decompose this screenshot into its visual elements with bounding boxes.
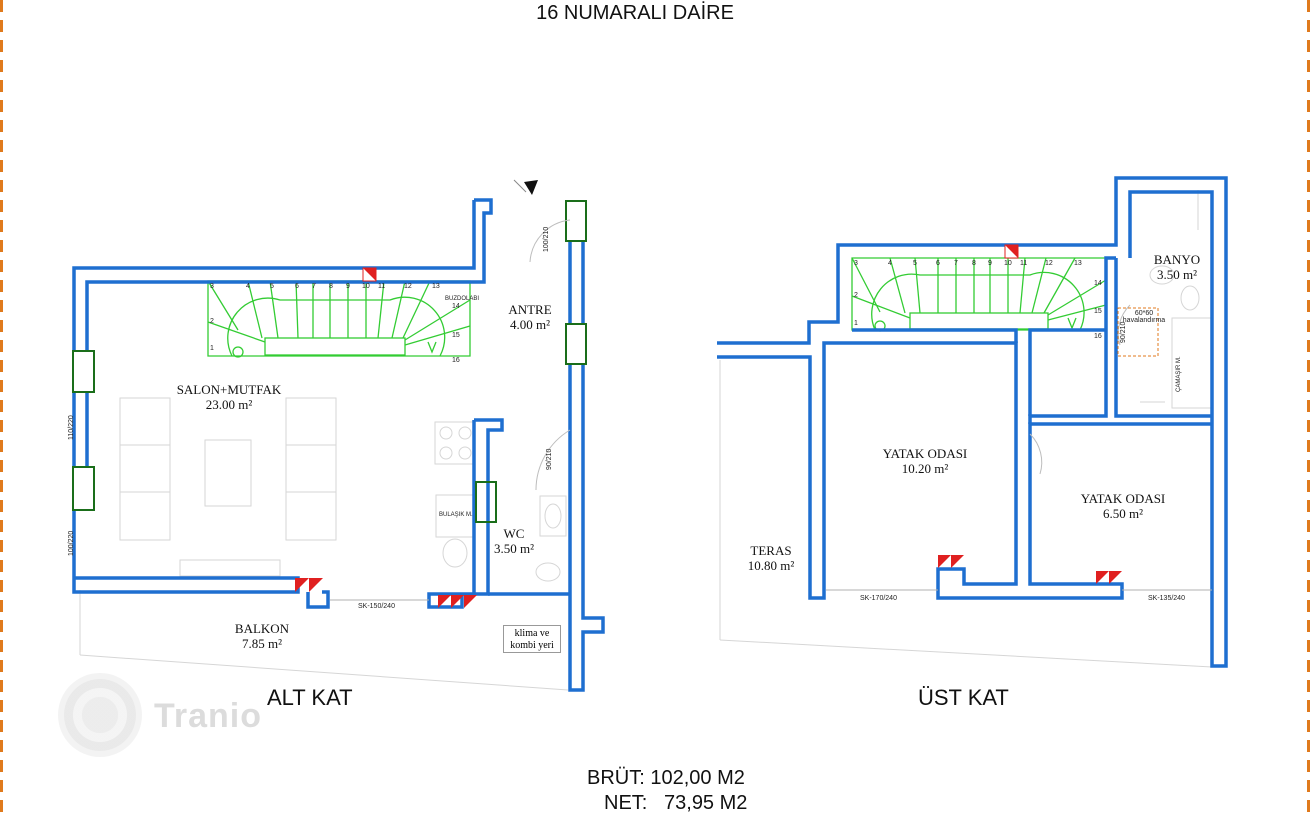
stair-step-num: 13	[1074, 260, 1082, 267]
room-antre: ANTRE 4.00 m²	[495, 302, 565, 332]
stair-step-num: 11	[1020, 260, 1028, 267]
room-area: 3.50 m²	[1156, 267, 1197, 282]
net-area: NET: 73,95 M2	[604, 792, 748, 814]
stair-step-num: 9	[988, 260, 992, 267]
room-area: 6.50 m²	[1102, 506, 1143, 521]
room-teras: TERAS 10.80 m²	[736, 543, 806, 573]
stair-step-num: 3	[854, 260, 858, 267]
door-swings	[529, 219, 1131, 491]
north-arrow-icon	[524, 180, 538, 195]
upper-stair	[851, 257, 1107, 332]
room-area: 10.80 m²	[747, 558, 795, 573]
room-area: 23.00 m²	[205, 397, 253, 412]
stair-step-num: 8	[972, 260, 976, 267]
dishwasher-label: BULAŞIK M.	[439, 512, 473, 518]
stair-step-num: 4	[246, 283, 250, 290]
lower-stair	[207, 280, 471, 358]
ventilation-label: 60*60 havalandırma	[1122, 310, 1166, 324]
furniture-outlines	[79, 190, 1213, 691]
stair-step-num: 2	[854, 292, 858, 299]
room-name: TERAS	[750, 543, 792, 558]
room-area: 7.85 m²	[241, 636, 282, 651]
room-yatak-odasi-2: YATAK ODASI 6.50 m²	[1058, 491, 1188, 521]
room-area: 3.50 m²	[493, 541, 534, 556]
gross-area: BRÜT: 102,00 M2	[587, 767, 745, 789]
left-dashed-border	[0, 0, 3, 814]
stair-step-num: 6	[936, 260, 940, 267]
room-salon: SALON+MUTFAK 23.00 m²	[154, 382, 304, 412]
stair-step-num: 6	[295, 283, 299, 290]
floor-caption-upper: ÜST KAT	[918, 685, 1009, 710]
room-area: 4.00 m²	[509, 317, 550, 332]
stair-step-num: 12	[404, 283, 412, 290]
stair-step-num: 1	[854, 320, 858, 327]
room-area: 10.20 m²	[901, 461, 949, 476]
sliding-door-label: SK-150/240	[358, 603, 395, 610]
room-name: YATAK ODASI	[1080, 491, 1166, 506]
sliding-doors	[330, 589, 1212, 601]
stair-step-num: 16	[452, 357, 460, 364]
stair-step-num: 14	[1094, 280, 1102, 287]
door-size-label: 100/210	[543, 226, 550, 252]
stair-step-num: 3	[210, 283, 214, 290]
stair-step-num: 8	[329, 283, 333, 290]
room-name: SALON+MUTFAK	[176, 382, 282, 397]
lower-walls	[72, 198, 605, 692]
shafts	[295, 244, 1122, 608]
stair-step-num: 2	[210, 318, 214, 325]
window-size-label: 100/220	[68, 530, 75, 556]
stair-step-num: 4	[888, 260, 892, 267]
room-name: WC	[503, 526, 525, 541]
stair-step-num: 10	[362, 283, 370, 290]
watermark-text: Tranio	[154, 697, 263, 735]
door-window-frames	[72, 200, 587, 523]
stair-step-num: 15	[452, 332, 460, 339]
stair-step-num: 12	[1045, 260, 1053, 267]
room-name: BALKON	[234, 621, 290, 636]
stair-step-num: 1	[210, 345, 214, 352]
room-banyo: BANYO 3.50 m²	[1142, 252, 1212, 282]
klima-kombi-label: klima ve kombi yeri	[503, 625, 561, 653]
sliding-door-label: SK-170/240	[860, 595, 897, 602]
fridge-label: BUZDOLABI	[445, 296, 480, 302]
stair-step-num: 13	[432, 283, 440, 290]
stair-step-num: 9	[346, 283, 350, 290]
window-size-label: 110/220	[68, 415, 75, 440]
door-size-label: 90/210	[546, 448, 553, 470]
ventilation-shaft	[1117, 307, 1159, 357]
stair-step-num: 11	[378, 283, 386, 290]
door-size-label: 90/210	[1120, 321, 1127, 343]
sliding-door-label: SK-135/240	[1148, 595, 1185, 602]
stair-step-num: 7	[954, 260, 958, 267]
room-name: ANTRE	[508, 302, 552, 317]
stair-step-num: 7	[312, 283, 316, 290]
room-wc: WC 3.50 m²	[484, 526, 544, 556]
stair-step-num: 5	[913, 260, 917, 267]
stair-step-num: 15	[1094, 308, 1102, 315]
washer-label: ÇAMAŞIR M.	[1176, 356, 1182, 392]
stair-step-num: 10	[1004, 260, 1012, 267]
floor-caption-lower: ALT KAT	[267, 685, 353, 710]
tranio-logo-icon	[58, 673, 142, 757]
room-yatak-odasi-1: YATAK ODASI 10.20 m²	[860, 446, 990, 476]
right-dashed-border	[1307, 0, 1310, 814]
stair-step-num: 5	[270, 283, 274, 290]
room-balkon: BALKON 7.85 m²	[212, 621, 312, 651]
stair-step-num: 14	[452, 303, 460, 310]
room-name: BANYO	[1153, 252, 1201, 267]
room-name: YATAK ODASI	[882, 446, 968, 461]
plan-title: 16 NUMARALI DAİRE	[536, 2, 734, 24]
upper-walls	[717, 176, 1228, 668]
stair-step-num: 16	[1094, 333, 1102, 340]
